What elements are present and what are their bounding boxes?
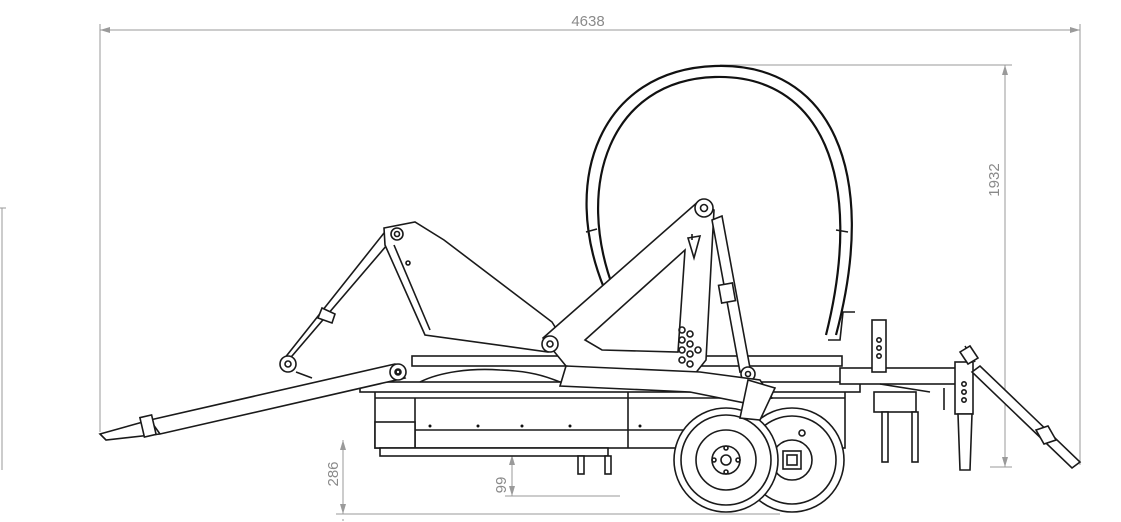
- wheel-front: [673, 407, 779, 513]
- dimension-overall-height: 1932: [720, 64, 1012, 468]
- drawbar: [98, 363, 407, 441]
- loading-arm: [279, 221, 561, 379]
- rear-assembly: [839, 319, 1082, 471]
- drawbar-height-label: 286: [325, 461, 342, 486]
- clearance-label: 99: [493, 477, 510, 494]
- dimension-drawbar-height: 286: [325, 440, 780, 521]
- length-label: 4638: [571, 13, 604, 30]
- left-edge-fragment: [0, 207, 6, 470]
- height-label: 1932: [986, 163, 1003, 196]
- dimension-overall-length: 4638: [99, 13, 1081, 465]
- lift-frame: [541, 198, 777, 421]
- dimension-ground-clearance: 99: [493, 455, 620, 497]
